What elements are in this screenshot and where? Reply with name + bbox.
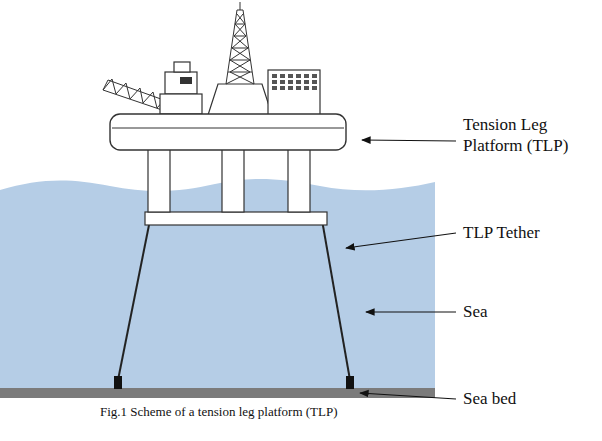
window bbox=[312, 80, 317, 84]
control-cabin bbox=[160, 62, 202, 114]
leader-arrow bbox=[362, 140, 456, 141]
column bbox=[288, 148, 310, 212]
window bbox=[272, 80, 277, 84]
window bbox=[288, 86, 293, 90]
sea-water bbox=[0, 179, 435, 390]
sea-bed bbox=[0, 388, 435, 398]
derrick-base bbox=[208, 84, 272, 115]
window bbox=[296, 74, 301, 78]
window bbox=[280, 86, 285, 90]
leader-arrow bbox=[366, 311, 456, 312]
tether-right bbox=[322, 220, 350, 380]
window bbox=[288, 74, 293, 78]
window bbox=[296, 80, 301, 84]
pontoon bbox=[145, 212, 327, 225]
callout-label: Sea bed bbox=[463, 388, 593, 409]
deck-line bbox=[112, 128, 344, 129]
figure-caption: Fig.1 Scheme of a tension leg platform (… bbox=[100, 404, 338, 420]
callout-label: Tension Leg Platform (TLP) bbox=[463, 114, 593, 157]
window bbox=[304, 86, 309, 90]
window bbox=[304, 74, 309, 78]
window bbox=[272, 86, 277, 90]
anchor-left bbox=[114, 376, 122, 389]
window bbox=[304, 80, 309, 84]
platform-deck bbox=[110, 114, 346, 150]
callout-label: Sea bbox=[463, 301, 593, 322]
callout-label: TLP Tether bbox=[463, 222, 593, 243]
derrick bbox=[226, 2, 254, 84]
leader-arrow bbox=[346, 233, 456, 248]
window bbox=[312, 74, 317, 78]
tether-left bbox=[118, 220, 150, 380]
window bbox=[296, 86, 301, 90]
window bbox=[280, 80, 285, 84]
column bbox=[222, 148, 244, 212]
window bbox=[312, 86, 317, 90]
building bbox=[268, 70, 320, 115]
column bbox=[148, 148, 170, 212]
window-grid bbox=[272, 74, 317, 90]
window bbox=[272, 74, 277, 78]
window bbox=[280, 74, 285, 78]
window bbox=[288, 80, 293, 84]
leader-arrow bbox=[360, 393, 456, 399]
anchor-right bbox=[346, 376, 354, 389]
